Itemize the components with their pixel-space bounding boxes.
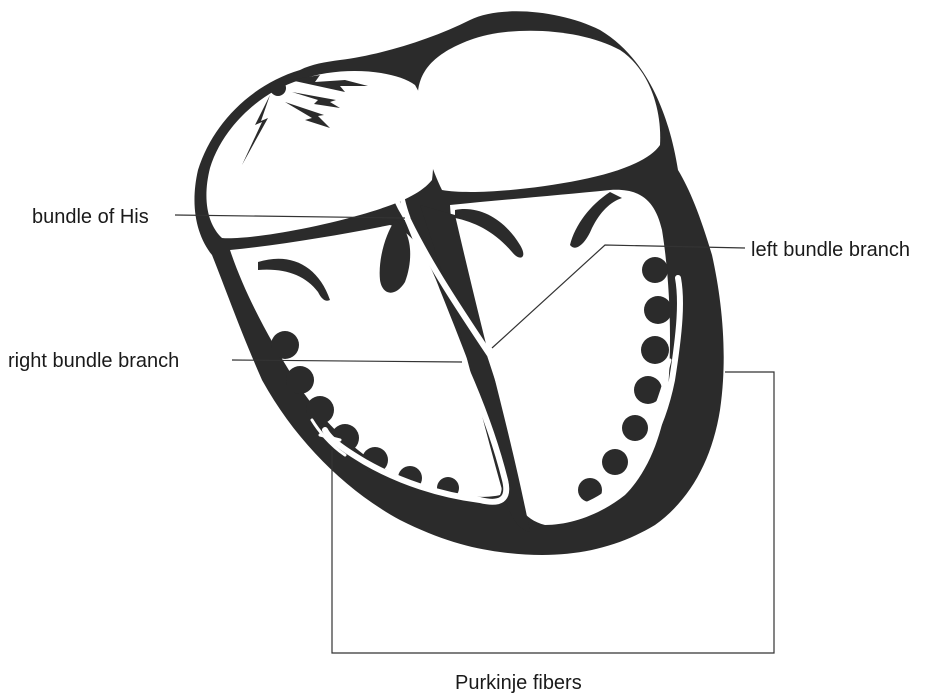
label-left-bundle-branch: left bundle branch xyxy=(751,240,910,260)
label-right-bundle-branch: right bundle branch xyxy=(8,351,179,371)
left-atrium xyxy=(418,31,661,192)
sa-node-dot xyxy=(270,80,286,96)
label-bundle-of-his: bundle of His xyxy=(32,207,149,227)
label-purkinje-fibers: Purkinje fibers xyxy=(455,673,582,693)
